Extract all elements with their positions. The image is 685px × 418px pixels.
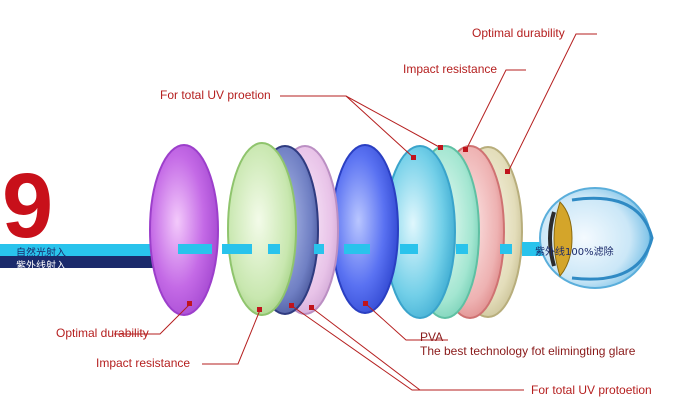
filtered-text: 紫外线100%滤除	[535, 247, 614, 258]
label-top-impact-resistance: Impact resistance	[403, 62, 498, 76]
leader-lines	[114, 33, 597, 391]
label-glare-technology: The best technology fot elimingting glar…	[420, 344, 636, 358]
label-pva: PVA	[420, 330, 444, 344]
beam-segments	[178, 244, 512, 254]
label-bottom-impact-resistance: Impact resistance	[96, 356, 191, 370]
lens-purple-durability	[149, 144, 219, 316]
label-top-optimal-durability: Optimal durability	[472, 26, 565, 40]
lens-green-impact	[227, 142, 297, 316]
marker-squares	[187, 145, 510, 312]
eye-icon	[539, 187, 654, 289]
label-bottom-optimal-durability: Optimal durability	[56, 326, 149, 340]
incoming-uv-text: 紫外线射入	[16, 261, 66, 272]
incoming-light-text: 自然光射入	[16, 248, 66, 259]
incoming-light-band	[0, 244, 178, 256]
logo-nine: 9	[2, 155, 54, 257]
lens-blue-pva	[331, 144, 399, 314]
label-bottom-uv-protection: For total UV protoetion	[531, 383, 652, 397]
label-top-uv-protection: For total UV proetion	[160, 88, 271, 102]
incoming-uv-band	[0, 256, 178, 268]
